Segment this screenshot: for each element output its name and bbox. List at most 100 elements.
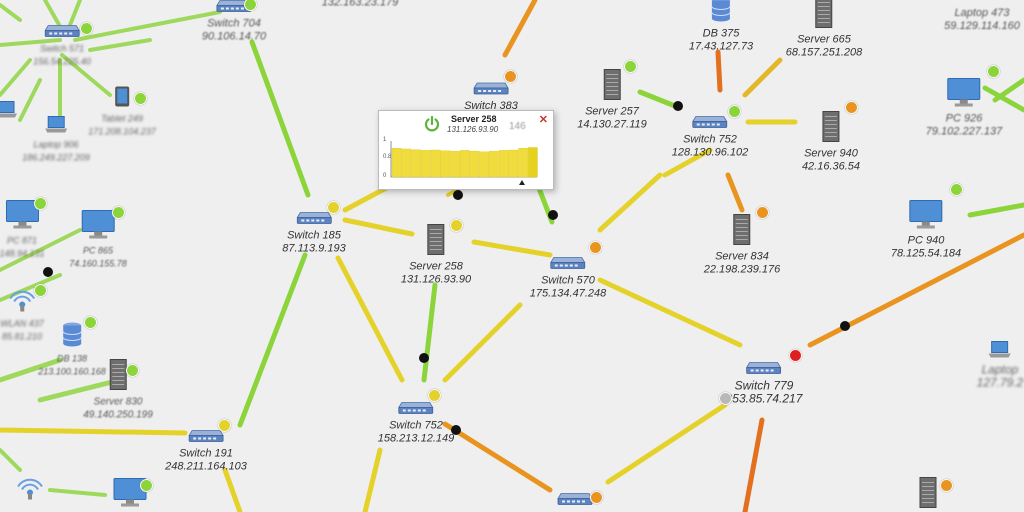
node-laptop-127[interactable]: Laptop 127.79.2 [977, 341, 1023, 390]
node-wlan-437[interactable]: WLAN 437 85.81.210 [0, 287, 44, 344]
switch-icon [216, 0, 252, 18]
node-switch-383[interactable]: Switch 383 [464, 79, 518, 113]
node-laptop-left[interactable] [0, 101, 18, 124]
node-ip: 132.163.23.179 [321, 0, 399, 9]
link[interactable] [335, 255, 405, 383]
link[interactable] [605, 402, 728, 485]
status-dot-green [34, 197, 47, 210]
node-switch-185[interactable]: Switch 185 87.113.9.193 [282, 209, 346, 256]
node-server-940[interactable]: Server 940 42.16.36.54 [802, 111, 860, 174]
node-name: Server 257 [585, 105, 639, 118]
node-ip: 42.16.36.54 [801, 160, 861, 173]
node-ip: 148.94.131 [0, 248, 45, 259]
y-tick-label: 0.8 [383, 154, 392, 160]
node-switch-bottom[interactable] [557, 490, 593, 511]
link-junction-dot[interactable] [453, 190, 463, 200]
node-pc-865[interactable]: PC 865 74.160.155.78 [69, 210, 127, 271]
node-db-138[interactable]: DB 138 213.100.160.168 [38, 322, 106, 379]
link[interactable] [73, 10, 222, 42]
node-name: Laptop 906 [33, 139, 79, 150]
link[interactable] [0, 3, 22, 22]
link[interactable] [18, 78, 42, 122]
node-switch-191[interactable]: Switch 191 248.211.164.103 [165, 427, 247, 474]
node-wifi-bottom[interactable] [15, 475, 45, 506]
link[interactable] [249, 39, 311, 198]
node-server-834[interactable]: Server 834 22.198.239.176 [704, 214, 780, 277]
usage-bar [459, 150, 470, 178]
node-server-257[interactable]: Server 257 14.130.27.119 [577, 69, 647, 132]
link-junction-dot[interactable] [840, 321, 850, 331]
link[interactable] [597, 172, 663, 233]
node-laptop-473[interactable]: Laptop 473 59.129.114.160 [944, 7, 1020, 33]
link[interactable] [342, 217, 415, 237]
node-switch-571[interactable]: Switch 571 156.54.225.40 [33, 22, 91, 69]
link[interactable] [0, 273, 62, 302]
node-pc-871[interactable]: PC 871 148.94.131 [0, 200, 45, 261]
link[interactable] [0, 58, 32, 97]
status-dot-orange [940, 479, 953, 492]
link[interactable] [66, 0, 82, 32]
node-laptop-906[interactable]: Laptop 906 186.249.227.209 [22, 116, 90, 165]
link-junction-dot[interactable] [451, 425, 461, 435]
link[interactable] [37, 377, 123, 403]
link-junction-dot[interactable] [673, 101, 683, 111]
node-switch-752-b[interactable]: Switch 752 158.213.12.149 [378, 399, 454, 446]
link[interactable] [442, 302, 523, 383]
node-server-258[interactable]: Server 258 131.126.93.90 [401, 224, 471, 287]
link-junction-dot[interactable] [43, 267, 53, 277]
link[interactable] [967, 202, 1024, 218]
node-name: Tablet 249 [101, 113, 143, 124]
node-ip: 79.102.227.137 [925, 125, 1003, 138]
link[interactable] [715, 49, 723, 93]
node-switch-779[interactable]: Switch 779 253.85.74.217 [726, 359, 802, 406]
link[interactable] [742, 417, 765, 512]
link[interactable] [992, 77, 1024, 103]
node-db-375[interactable]: DB 375 17.43.127.73 [689, 0, 753, 54]
node-ip: 17.43.127.73 [688, 40, 754, 53]
link[interactable] [0, 427, 188, 436]
link[interactable] [982, 85, 1024, 113]
power-icon[interactable] [423, 115, 441, 138]
status-dot-orange [589, 241, 602, 254]
server-popup[interactable]: Server 258 131.126.93.90 146 ✕ 1 0.8 0 [378, 110, 554, 190]
status-dot-green [126, 364, 139, 377]
behind-text: 146 [509, 121, 526, 132]
close-icon[interactable]: ✕ [538, 114, 548, 126]
link[interactable] [48, 488, 107, 497]
link[interactable] [0, 448, 22, 472]
laptop-icon [988, 341, 1012, 364]
link[interactable] [0, 357, 63, 383]
link[interactable] [442, 421, 553, 493]
link[interactable] [502, 0, 538, 58]
link[interactable] [662, 147, 713, 178]
node-server-665[interactable]: Server 665 68.157.251.208 [786, 0, 862, 60]
link[interactable] [362, 447, 383, 512]
node-switch-570[interactable]: Switch 570 175.134.47.248 [530, 254, 606, 301]
link[interactable] [742, 57, 783, 98]
node-tablet-249[interactable]: Tablet 249 171.208.104.237 [88, 86, 156, 139]
link[interactable] [725, 172, 745, 213]
node-switch-752-a[interactable]: Switch 752 128.130.96.102 [672, 113, 748, 160]
status-dot-green [244, 0, 257, 11]
node-server-830[interactable]: Server 830 49.140.250.199 [83, 359, 153, 422]
link[interactable] [222, 467, 243, 512]
node-switch-704[interactable]: Switch 704 90.106.14.70 [202, 0, 266, 44]
usage-bar [479, 151, 489, 178]
link[interactable] [471, 239, 553, 258]
link[interactable] [60, 53, 112, 97]
link[interactable] [421, 282, 438, 383]
link-junction-dot[interactable] [548, 210, 558, 220]
link[interactable] [237, 252, 308, 428]
link-junction-dot[interactable] [419, 353, 429, 363]
node-pc-940[interactable]: PC 940 78.125.54.184 [891, 200, 961, 261]
link[interactable] [43, 0, 64, 32]
tablet-icon [114, 86, 130, 113]
node-server-bottom[interactable] [918, 477, 938, 512]
link[interactable] [0, 228, 82, 272]
popup-ip: 131.126.93.90 [447, 125, 499, 134]
link[interactable] [597, 277, 743, 348]
link[interactable] [88, 38, 152, 52]
link[interactable] [0, 38, 62, 47]
node-pc-926[interactable]: PC 926 79.102.227.137 [926, 78, 1002, 139]
